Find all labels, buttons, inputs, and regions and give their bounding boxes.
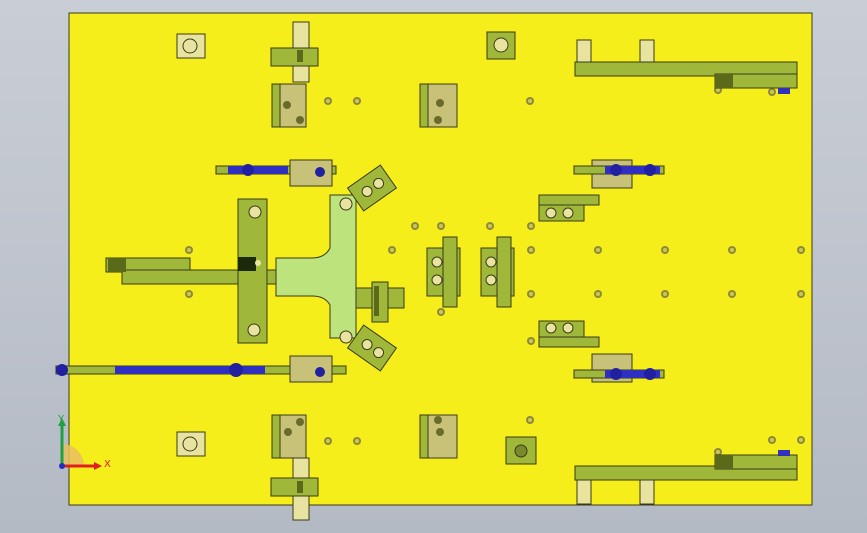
- rail-bottom-right[interactable]: [574, 450, 798, 505]
- toggle-clamp-upper-left[interactable]: [215, 159, 337, 187]
- right-block-lower[interactable]: [538, 320, 600, 348]
- triad-axes: [58, 418, 102, 470]
- right-block-upper[interactable]: [538, 194, 600, 222]
- rail-top-right[interactable]: [574, 39, 798, 94]
- coordinate-triad: Y X: [48, 412, 118, 482]
- central-t-plate[interactable]: [275, 194, 357, 344]
- bracket-bottom-mid[interactable]: [419, 414, 458, 459]
- bracket-top-mid[interactable]: [419, 83, 458, 128]
- toggle-clamp-lower-right[interactable]: [573, 368, 665, 380]
- triad-y-label: Y: [58, 414, 65, 425]
- bracket-bottom-left[interactable]: [271, 414, 307, 459]
- angled-block-lower[interactable]: [346, 324, 398, 372]
- left-locating-arm[interactable]: [105, 198, 328, 344]
- locator-pad-bottom-center[interactable]: [505, 436, 537, 465]
- center-block-left[interactable]: [426, 236, 461, 308]
- support-post-top[interactable]: [270, 21, 319, 83]
- angled-block-upper[interactable]: [346, 164, 398, 212]
- bracket-top-left[interactable]: [271, 83, 307, 128]
- triad-x-label: X: [104, 459, 111, 470]
- locator-pad-top-center[interactable]: [486, 31, 516, 60]
- locator-pad-top-left[interactable]: [176, 33, 206, 59]
- center-clamp-block[interactable]: [355, 281, 405, 323]
- toggle-clamp-lower-left[interactable]: [55, 355, 347, 383]
- center-block-right[interactable]: [480, 236, 515, 308]
- toggle-clamp-upper-right[interactable]: [573, 164, 665, 176]
- locator-pad-bottom-left[interactable]: [176, 431, 206, 457]
